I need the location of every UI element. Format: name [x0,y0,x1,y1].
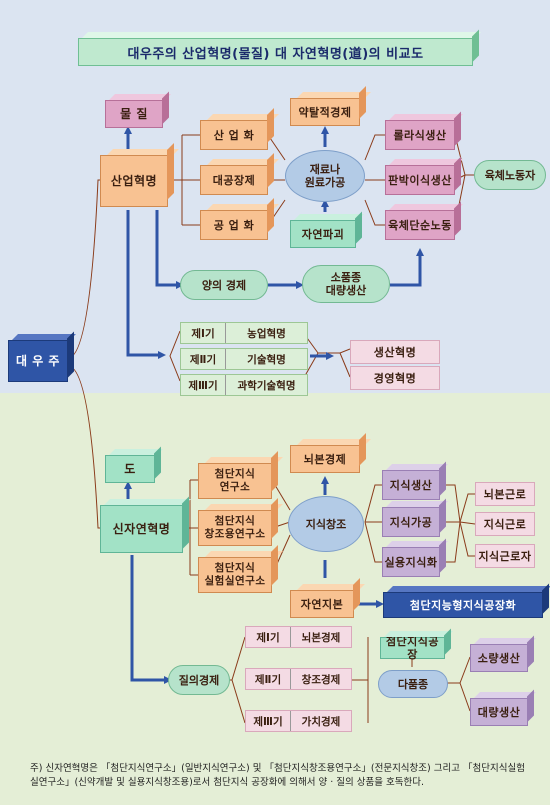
mass-production-oval: 소품종 대량생산 [302,265,390,303]
advanced-lab-box: 첨단지식 연구소 [198,463,272,499]
knowledge-factory-box: 첨단지능형지식공장화 [383,592,543,618]
nature-capital-box: 자연지본 [290,590,354,618]
exploitative-economy-box: 약탈적경제 [290,98,360,126]
multi-type-oval: 다품종 [378,670,448,698]
economy-of-quantity-oval: 양의 경제 [180,270,268,300]
new-nature-revolution-box: 신자연혁명 [100,505,183,553]
root-box: 대 우 주 [8,340,68,382]
resource-processing-oval: 재료나 원료가공 [285,150,365,202]
brain-labor-box: 뇌본근로 [475,482,535,506]
experimental-lab-box: 첨단지식 실험실연구소 [198,557,272,593]
knowledge-creation-oval: 지식창조 [288,496,364,552]
brain-economy-box: 뇌본경제 [290,445,360,473]
management-revolution-box: 경영혁명 [350,366,440,390]
nature-destruction-box: 자연파괴 [290,220,356,248]
quality-economy-oval: 질의경제 [168,665,230,695]
large-batch-box: 대량생산 [470,698,528,726]
knowledge-worker-box: 지식근로자 [475,544,535,568]
production-revolution-box: 생산혁명 [350,340,440,364]
physical-laborer-oval: 육체노동자 [474,160,546,190]
creative-lab-box: 첨단지식 창조용연구소 [198,510,272,546]
roller-production-box: 롤라식생산 [385,120,455,150]
stamped-production-box: 판박이식생산 [385,165,455,195]
large-factory-box: 대공장제 [200,165,268,195]
simple-labor-box: 육체단순노동 [385,210,455,240]
knowledge-production-box: 지식생산 [382,470,440,500]
small-batch-box: 소량생산 [470,644,528,672]
knowledge-labor-box: 지식근로 [475,512,535,536]
dao-box: 도 [105,455,155,483]
diagram-title: 대우주의 산업혁명(물질) 대 자연혁명(道)의 비교도 [78,38,473,66]
industrialization-box: 산 업 화 [200,120,268,150]
manufacturing-box: 공 업 화 [200,210,268,240]
smart-factory-box: 첨단지식공장 [380,635,445,661]
knowledge-processing-box: 지식가공 [382,507,440,537]
footnote: 주) 신자연혁명은 「첨단지식연구소」(일반지식연구소) 및 「첨단지식창조용연… [30,763,525,788]
industrial-revolution-box: 산업혁명 [100,155,168,207]
practical-knowledge-box: 실용지식화 [382,547,440,577]
material-box: 물 질 [105,100,163,128]
